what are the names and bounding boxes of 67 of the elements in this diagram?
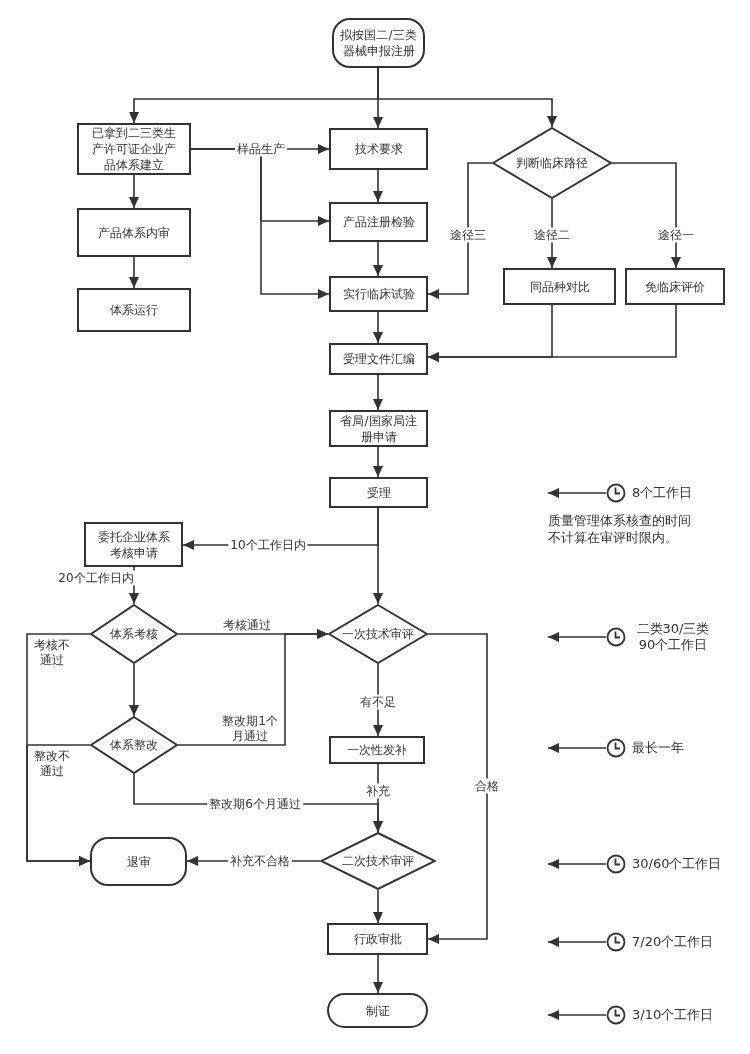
process-box: 免临床评价	[625, 268, 725, 305]
decision-diamond: 体系整改	[90, 716, 178, 774]
timing-text: 8个工作日	[632, 485, 694, 501]
arrow	[547, 1010, 607, 1020]
process-box: 同品种对比	[503, 268, 616, 305]
arrow	[611, 162, 681, 269]
process-box: 已拿到二三类生产许可证企业产品体系建立	[77, 123, 191, 175]
edge-label: 途径三	[448, 227, 488, 243]
arrow	[129, 174, 139, 209]
terminal-box: 退审	[90, 837, 187, 886]
timing-text: 最长一年	[632, 740, 685, 756]
timing-text: 7/20个工作日	[632, 934, 715, 950]
process-box: 受理	[329, 477, 428, 508]
edge-label: 途径二	[532, 227, 572, 243]
edge-label: 考核通过	[221, 617, 273, 633]
edge-label: 有不足	[358, 694, 398, 710]
terminal-box: 拟按国二/三类器械申报注册	[332, 18, 425, 68]
arrow	[427, 304, 677, 362]
edge-label: 整改期6个月通过	[207, 796, 303, 812]
terminal-box: 制证	[327, 993, 428, 1028]
arrow	[373, 889, 383, 924]
timing-text: 30/60个工作日	[632, 856, 723, 872]
process-box: 产品体系内审	[77, 208, 191, 257]
process-box: 一次性发补	[329, 736, 425, 764]
edge-label: 补充不合格	[228, 853, 292, 869]
edge-label: 10个工作日内	[228, 537, 308, 553]
arrow	[190, 148, 330, 299]
process-box: 体系运行	[77, 288, 191, 332]
arrow	[427, 162, 493, 299]
edge-label: 整改不通过	[32, 749, 72, 779]
edge-label: 考核不通过	[32, 638, 72, 668]
decision-diamond: 一次技术审评	[328, 604, 428, 664]
process-box: 行政审批	[327, 923, 428, 955]
arrow	[547, 743, 607, 753]
arrow	[547, 859, 607, 869]
arrow	[373, 374, 383, 411]
arrow	[427, 633, 488, 944]
arrow	[377, 67, 557, 128]
process-box: 委托企业体系考核申请	[84, 522, 183, 567]
arrow	[26, 744, 91, 866]
edge-label: 20个工作日内	[56, 570, 136, 586]
arrow	[547, 632, 607, 642]
process-box: 受理文件汇编	[329, 343, 428, 375]
arrow	[547, 488, 607, 498]
edge-label: 途径一	[656, 227, 696, 243]
arrow	[177, 629, 329, 746]
timing-text: 二类30/三类90个工作日	[635, 621, 711, 653]
arrow	[547, 937, 607, 947]
note-text: 质量管理体系核查的时间不计算在审评时限内。	[548, 512, 692, 546]
process-box: 实行临床试验	[329, 276, 428, 312]
process-box: 技术要求	[329, 128, 428, 170]
process-box: 产品注册检验	[329, 202, 428, 242]
decision-diamond: 二次技术审评	[320, 832, 436, 890]
process-box: 省局/国家局注册申请	[329, 410, 428, 447]
edge-label: 合格	[473, 778, 501, 794]
edge-label: 补充	[364, 783, 392, 799]
edge-label: 样品生产	[235, 141, 287, 157]
arrow	[373, 311, 383, 344]
arrow	[373, 241, 383, 277]
arrow	[373, 446, 383, 478]
arrow	[373, 169, 383, 203]
arrow	[129, 256, 139, 289]
decision-diamond: 判断临床路径	[492, 127, 612, 199]
arrow	[129, 663, 139, 717]
arrow	[373, 954, 383, 994]
timing-text: 3/10个工作日	[632, 1007, 715, 1023]
decision-diamond: 体系考核	[90, 604, 178, 664]
